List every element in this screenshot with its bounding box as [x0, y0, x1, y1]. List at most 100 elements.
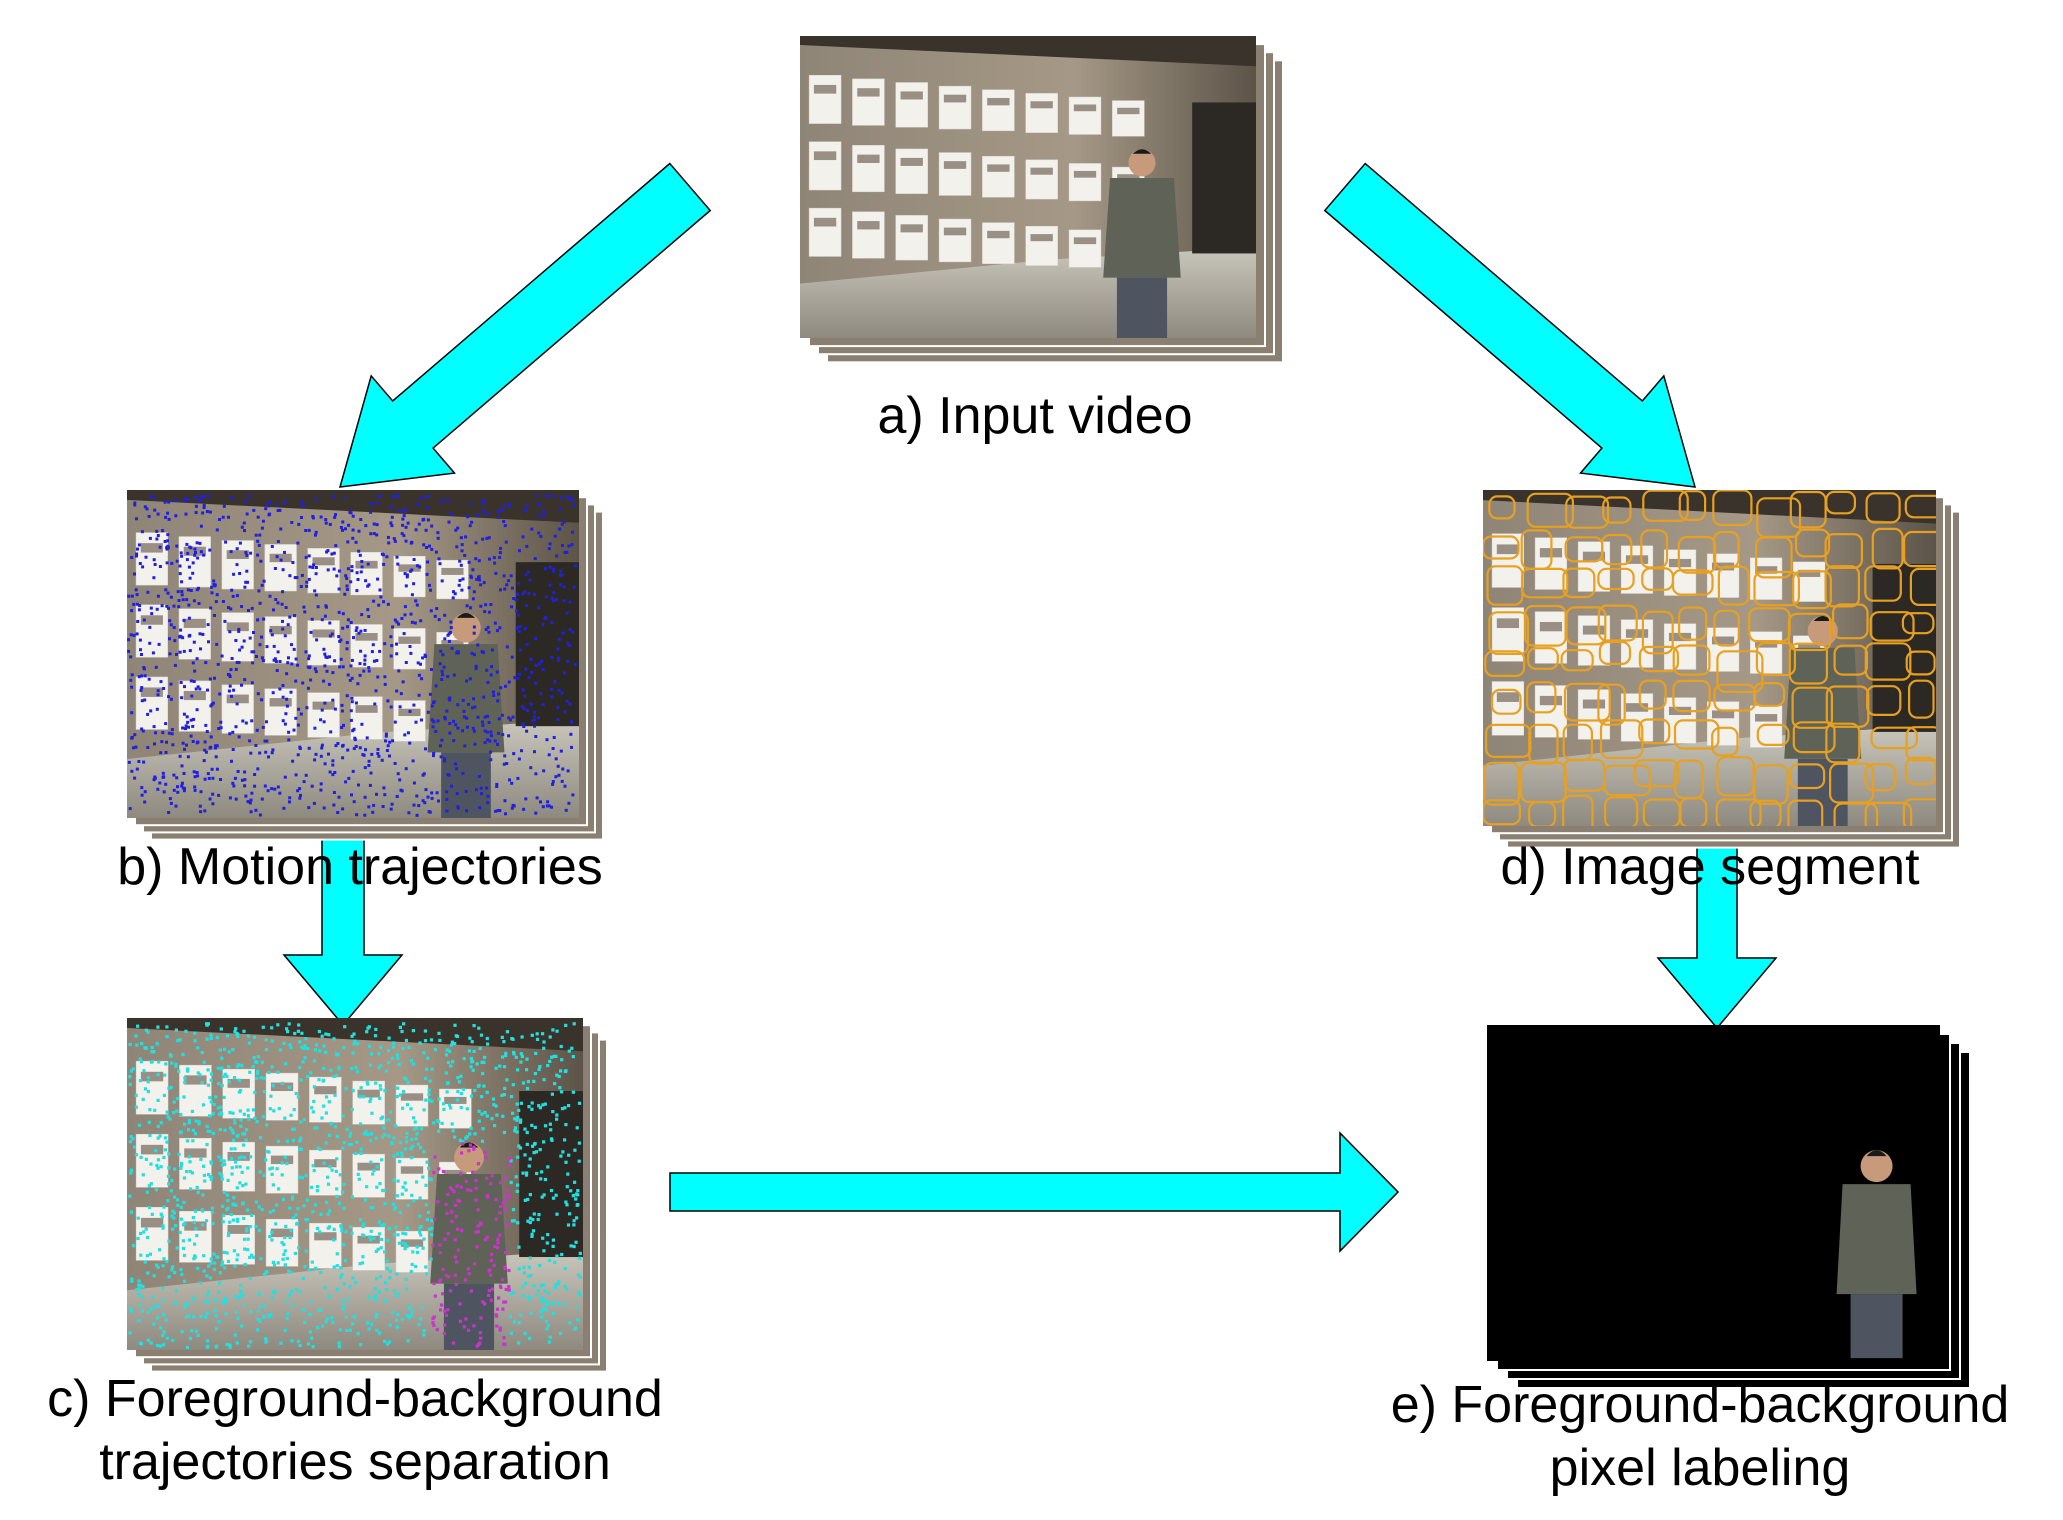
- trajectory-point: [482, 499, 486, 503]
- background-trajectory-point: [165, 1025, 169, 1029]
- trajectory-point: [401, 510, 405, 513]
- background-trajectory-point: [531, 1229, 536, 1233]
- background-trajectory-point: [136, 1216, 140, 1220]
- background-trajectory-point: [459, 1092, 463, 1096]
- motion-trajectories-paper-figure: [140, 543, 163, 553]
- background-trajectory-point: [531, 1218, 535, 1222]
- trajectory-point: [331, 763, 335, 767]
- background-trajectory-point: [149, 1162, 153, 1166]
- background-trajectory-point: [572, 1022, 576, 1026]
- trajectory-point: [535, 494, 539, 498]
- trajectory-point: [229, 668, 233, 672]
- background-trajectory-point: [571, 1090, 575, 1094]
- trajectory-point: [188, 649, 192, 653]
- trajectory-point: [142, 760, 146, 764]
- pixel-labeling-label-line2: pixel labeling: [1549, 1439, 1851, 1498]
- background-trajectory-point: [162, 1330, 166, 1334]
- foreground-trajectory-point: [505, 1222, 509, 1227]
- trajectory-point: [395, 642, 398, 646]
- background-trajectory-point: [271, 1183, 275, 1187]
- trajectory-point: [426, 795, 430, 799]
- trajectory-point: [320, 743, 324, 747]
- trajectory-point: [155, 529, 159, 533]
- trajectory-point: [347, 523, 351, 527]
- background-trajectory-point: [572, 1219, 576, 1223]
- background-trajectory-point: [163, 1073, 167, 1077]
- background-trajectory-point: [294, 1213, 298, 1217]
- trajectory-point: [527, 675, 531, 679]
- background-trajectory-point: [414, 1137, 418, 1141]
- background-trajectory-point: [301, 1060, 305, 1064]
- trajectory-point: [165, 547, 169, 551]
- background-trajectory-point: [313, 1048, 318, 1052]
- background-trajectory-point: [272, 1109, 276, 1113]
- background-trajectory-point: [194, 1227, 198, 1231]
- background-trajectory-point: [143, 1046, 147, 1050]
- trajectory-point: [178, 572, 182, 576]
- background-trajectory-point: [156, 1166, 160, 1170]
- trajectory-point: [557, 656, 560, 660]
- background-trajectory-point: [564, 1160, 568, 1164]
- background-trajectory-point: [550, 1055, 554, 1059]
- trajectory-point: [246, 580, 249, 584]
- trajectory-point: [567, 544, 571, 548]
- trajectory-point: [309, 630, 313, 634]
- background-trajectory-point: [236, 1219, 240, 1223]
- trajectory-point: [182, 649, 186, 653]
- trajectory-point: [248, 739, 252, 743]
- background-trajectory-point: [492, 1103, 496, 1107]
- segment-region: [1787, 799, 1824, 826]
- background-trajectory-point: [175, 1096, 179, 1101]
- background-trajectory-point: [502, 1093, 506, 1097]
- background-trajectory-point: [149, 1307, 154, 1311]
- background-trajectory-point: [167, 1182, 171, 1186]
- trajectory-point: [166, 544, 170, 548]
- trajectory-point: [189, 718, 193, 722]
- trajectory-point: [127, 638, 130, 642]
- trajectory-point: [169, 623, 173, 627]
- background-trajectory-point: [320, 1034, 324, 1038]
- trajectory-point: [178, 564, 182, 568]
- background-trajectory-point: [480, 1112, 484, 1116]
- trajectory-point: [434, 729, 438, 733]
- background-trajectory-point: [545, 1299, 549, 1303]
- background-trajectory-point: [380, 1223, 384, 1228]
- foreground-trajectory-point: [441, 1267, 445, 1271]
- background-trajectory-point: [181, 1223, 186, 1227]
- background-trajectory-point: [142, 1230, 146, 1234]
- foreground-trajectory-point: [433, 1294, 437, 1298]
- background-trajectory-point: [234, 1203, 238, 1207]
- background-trajectory-point: [378, 1182, 382, 1186]
- trajectory-point: [235, 594, 239, 598]
- trajectory-point: [527, 591, 531, 595]
- background-trajectory-point: [385, 1267, 390, 1271]
- background-trajectory-point: [156, 1098, 160, 1102]
- trajectory-point: [130, 594, 134, 598]
- trajectory-point: [255, 728, 259, 732]
- background-trajectory-point: [305, 1198, 309, 1202]
- trajectory-point: [205, 730, 209, 733]
- background-trajectory-point: [560, 1252, 564, 1257]
- trajectory-point: [324, 521, 328, 525]
- trajectory-point: [234, 639, 238, 642]
- background-trajectory-point: [288, 1043, 292, 1047]
- background-trajectory-point: [304, 1037, 308, 1041]
- trajectory-point: [182, 618, 186, 622]
- trajectory-point: [530, 719, 534, 723]
- foreground-trajectory-point: [450, 1187, 454, 1192]
- trajectory-point: [153, 508, 157, 512]
- background-trajectory-point: [430, 1067, 434, 1071]
- trajectory-point: [469, 574, 473, 578]
- trajectory-point: [302, 780, 306, 784]
- background-trajectory-point: [386, 1342, 390, 1346]
- trajectory-point: [323, 652, 327, 656]
- background-trajectory-point: [235, 1134, 239, 1138]
- background-trajectory-point: [134, 1153, 139, 1157]
- trajectory-point: [459, 563, 463, 567]
- trajectory-point: [501, 509, 505, 512]
- background-trajectory-point: [538, 1106, 542, 1110]
- background-trajectory-point: [374, 1136, 378, 1140]
- trajectory-point: [352, 800, 356, 804]
- background-trajectory-point: [555, 1117, 559, 1121]
- background-trajectory-point: [486, 1042, 490, 1046]
